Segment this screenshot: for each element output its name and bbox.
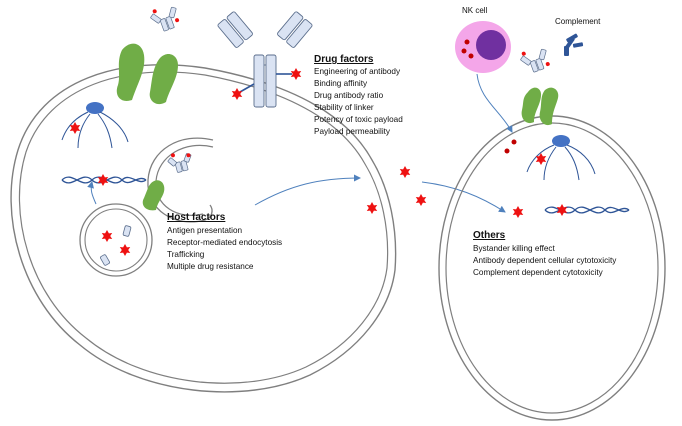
payload-star [415, 194, 427, 206]
payload-star [290, 68, 302, 80]
complement-label: Complement [555, 17, 601, 26]
drug-factor-item: Stability of linker [314, 103, 374, 112]
drug-factor-item: Drug antibody ratio [314, 91, 384, 100]
others-list: Others Bystander killing effect Antibody… [473, 230, 617, 277]
left-cell [10, 64, 397, 393]
drug-factors-heading: Drug factors [314, 54, 374, 65]
others-item: Antibody dependent cellular cytotoxicity [473, 256, 617, 265]
drug-factor-item: Potency of toxic payload [314, 115, 403, 124]
payload-star [366, 202, 378, 214]
payload-star [231, 88, 243, 100]
nk-cell-label: NK cell [462, 6, 488, 15]
nk-cell [455, 21, 511, 73]
receptor-group-left [116, 43, 178, 105]
host-factor-item: Multiple drug resistance [167, 262, 254, 271]
host-factors-list: Host factors Antigen presentation Recept… [167, 212, 282, 271]
payload-star [512, 206, 524, 218]
lysosome [79, 203, 153, 277]
adcc-arrow [476, 73, 513, 133]
drug-factors-list: Drug factors Engineering of antibody Bin… [314, 54, 403, 136]
small-adc-right [520, 48, 550, 73]
host-factor-item: Receptor-mediated endocytosis [167, 238, 282, 247]
others-item: Complement dependent cytotoxicity [473, 268, 604, 277]
host-factor-item: Antigen presentation [167, 226, 243, 235]
granule [504, 148, 510, 154]
payload-star [119, 244, 131, 256]
dna-left [61, 174, 147, 186]
granule [511, 139, 517, 145]
payload-star [535, 153, 547, 165]
large-adc [217, 11, 313, 108]
release-arrow [254, 174, 361, 206]
endocytosis-vesicle [147, 137, 214, 223]
drug-factor-item: Binding affinity [314, 79, 368, 88]
trafficking-arrow [87, 181, 97, 205]
small-adc-top [150, 6, 180, 32]
others-item: Bystander killing effect [473, 244, 555, 253]
drug-factor-item: Engineering of antibody [314, 67, 401, 76]
small-adc-vesicle [167, 153, 192, 173]
drug-factor-item: Payload permeability [314, 127, 391, 136]
complement-icon [564, 33, 584, 56]
receptor-group-right [521, 87, 559, 126]
payload-star [399, 166, 411, 178]
bystander-arrow [421, 181, 506, 213]
dna-right [544, 204, 630, 216]
payload-star [556, 204, 568, 216]
receptor-vesicle [142, 180, 165, 211]
host-factors-heading: Host factors [167, 212, 226, 223]
microtubules-left [61, 102, 129, 149]
others-heading: Others [473, 230, 506, 241]
host-factor-item: Trafficking [167, 250, 205, 259]
microtubules-right [526, 135, 596, 181]
payload-star [101, 230, 113, 242]
